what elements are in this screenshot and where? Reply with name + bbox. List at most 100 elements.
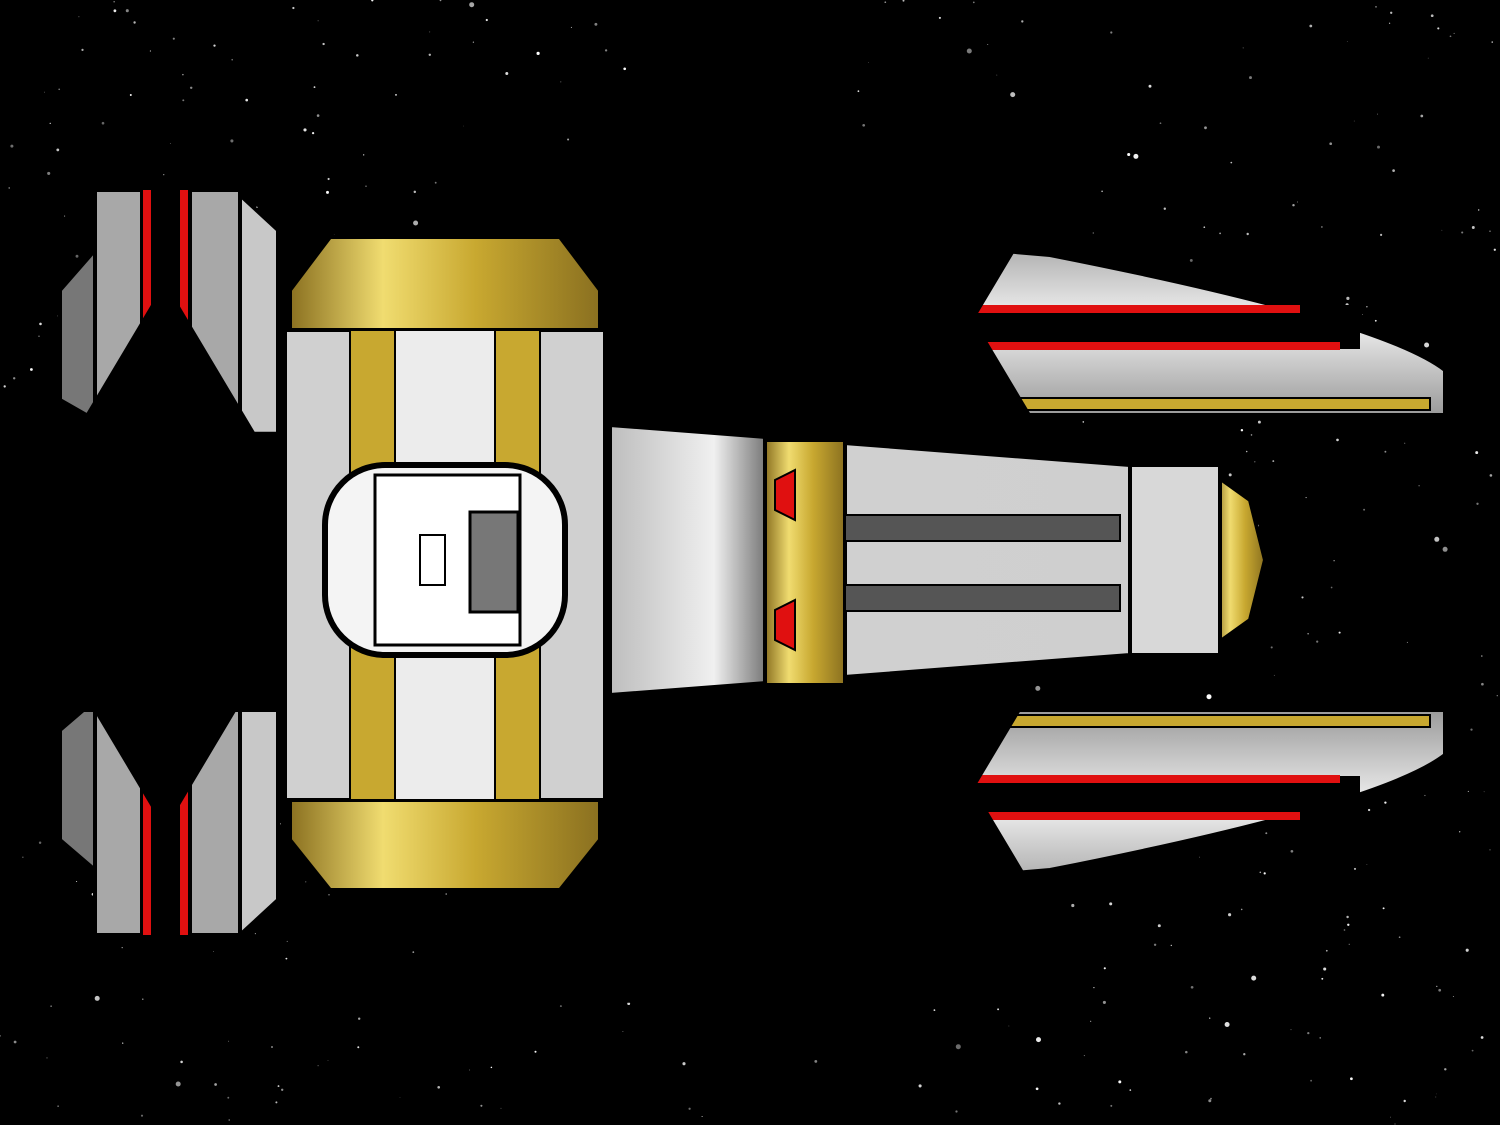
- star: [751, 9, 753, 11]
- star: [1444, 1068, 1447, 1071]
- star: [996, 74, 998, 76]
- star: [862, 123, 866, 127]
- star: [1496, 695, 1498, 697]
- star: [75, 254, 79, 258]
- star: [1491, 41, 1493, 43]
- star: [10, 144, 14, 148]
- star: [1390, 11, 1393, 14]
- star: [1381, 993, 1385, 997]
- star: [1363, 508, 1366, 511]
- star: [1353, 120, 1355, 122]
- star: [122, 1042, 124, 1044]
- star: [163, 174, 165, 176]
- star: [1471, 1049, 1474, 1052]
- star: [1452, 995, 1454, 998]
- star: [38, 841, 42, 844]
- star: [1346, 915, 1349, 919]
- star: [46, 1057, 48, 1059]
- star: [101, 121, 105, 125]
- star: [622, 1031, 624, 1033]
- star: [884, 1, 887, 4]
- star: [1493, 248, 1496, 251]
- star: [39, 322, 42, 326]
- star: [1254, 461, 1256, 463]
- star: [277, 1085, 280, 1088]
- bottom-gold-cap: [288, 798, 602, 892]
- star: [58, 88, 61, 91]
- star: [1026, 931, 1029, 934]
- star: [305, 881, 307, 883]
- triforce-icon: [665, 712, 835, 882]
- star: [3, 385, 6, 388]
- star: [1208, 1099, 1212, 1103]
- star: [1301, 596, 1304, 599]
- star: [1394, 1123, 1396, 1125]
- star: [1489, 474, 1493, 477]
- star: [570, 26, 572, 28]
- star: [1470, 728, 1473, 731]
- star: [1427, 57, 1429, 59]
- star: [1189, 258, 1193, 262]
- star: [286, 940, 288, 942]
- star: [412, 951, 415, 953]
- star: [429, 31, 431, 33]
- star: [78, 16, 80, 18]
- star: [485, 18, 488, 22]
- star: [1245, 450, 1248, 453]
- star: [228, 1040, 230, 1042]
- star: [1243, 1053, 1246, 1056]
- star: [627, 1002, 631, 1006]
- star: [814, 1059, 818, 1063]
- star: [129, 94, 132, 96]
- star: [292, 6, 295, 10]
- main-engine: [608, 422, 1268, 698]
- star: [490, 1066, 493, 1069]
- star: [1420, 114, 1424, 118]
- star: [142, 998, 144, 1000]
- star: [1185, 1050, 1188, 1054]
- top-gold-cap: [288, 235, 602, 332]
- star: [1382, 907, 1385, 910]
- star: [1390, 1116, 1391, 1118]
- star: [1377, 113, 1379, 115]
- star: [1333, 560, 1335, 562]
- star: [938, 16, 941, 19]
- star: [1388, 22, 1391, 24]
- star: [1483, 791, 1485, 793]
- star: [313, 86, 316, 89]
- star: [1442, 546, 1448, 552]
- star: [13, 1040, 17, 1044]
- star: [682, 1062, 686, 1066]
- star: [1290, 1029, 1292, 1031]
- star: [275, 1101, 278, 1104]
- star: [536, 51, 540, 56]
- star: [1309, 24, 1313, 28]
- star: [740, 60, 746, 66]
- star: [1467, 790, 1469, 792]
- star: [30, 368, 33, 371]
- star: [1272, 460, 1275, 463]
- star: [399, 1097, 401, 1098]
- star: [214, 1083, 217, 1086]
- star: [1170, 944, 1173, 947]
- star: [1199, 856, 1201, 858]
- star: [44, 91, 45, 93]
- star: [623, 67, 627, 71]
- star: [1008, 1025, 1010, 1027]
- star: [1404, 442, 1406, 444]
- star: [113, 9, 117, 13]
- star: [365, 185, 367, 187]
- star: [472, 41, 475, 43]
- star: [1102, 1000, 1106, 1004]
- star: [1338, 631, 1341, 634]
- star: [1021, 20, 1024, 23]
- star: [213, 951, 215, 953]
- star: [113, 1, 115, 3]
- star: [1347, 923, 1350, 926]
- star: [1159, 122, 1162, 125]
- star: [1449, 35, 1452, 38]
- star: [857, 90, 860, 93]
- star: [1249, 76, 1252, 80]
- star: [1246, 232, 1249, 236]
- star: [1010, 229, 1014, 233]
